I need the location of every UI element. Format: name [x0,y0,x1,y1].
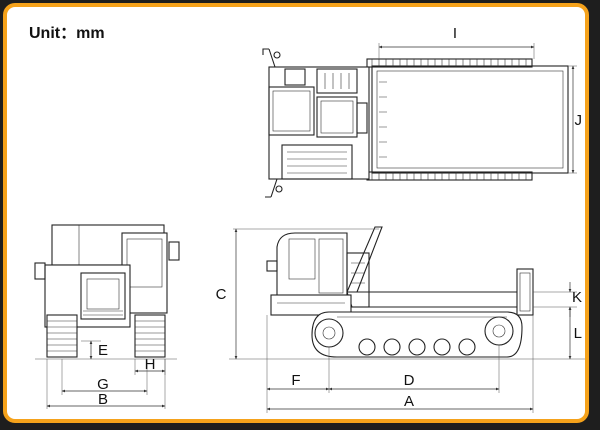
top-view [262,43,577,198]
label-L: L [574,325,582,342]
front-view [34,224,180,409]
label-E: E [98,342,108,359]
label-F: F [291,372,300,389]
label-H: H [145,356,156,373]
label-A: A [404,393,414,410]
label-I: I [453,25,457,42]
dimension-drawing: I J C K L E H G B F D A [34,25,585,413]
label-C: C [216,286,227,303]
side-view [229,226,585,413]
label-G: G [97,376,109,393]
label-K: K [572,289,582,306]
label-J: J [575,112,583,129]
label-B: B [98,391,108,408]
diagram-frame: Unit：mm [3,3,589,423]
label-D: D [404,372,415,389]
unit-label: Unit：mm [29,25,105,42]
